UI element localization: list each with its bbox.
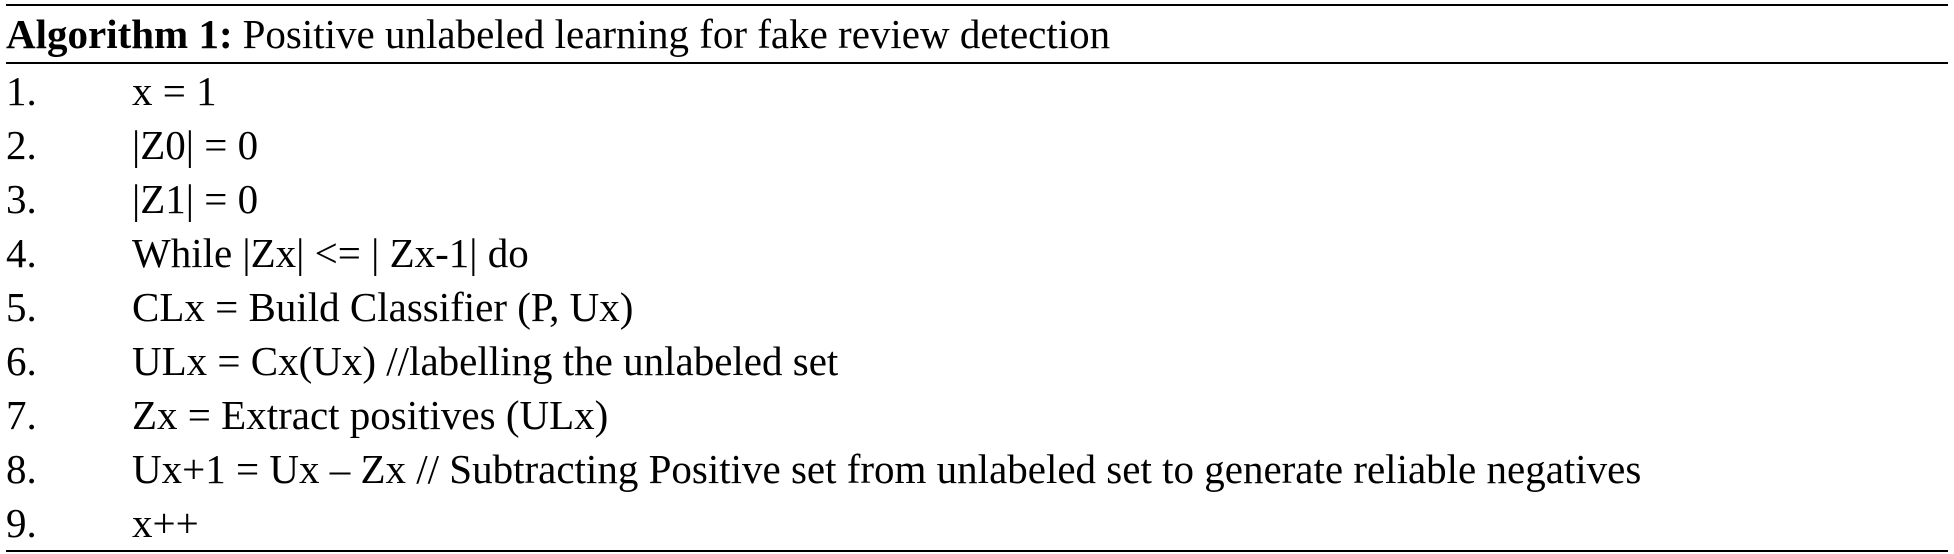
header-rule: [6, 62, 1948, 64]
algorithm-step: 9. x++: [6, 496, 1948, 550]
algorithm-step: 3. |Z1| = 0: [6, 172, 1948, 226]
bottom-rule: [6, 550, 1948, 552]
step-number: 3.: [6, 176, 37, 222]
step-code: x = 1: [132, 68, 217, 114]
algorithm-step: 6. ULx = Cx(Ux) //labelling the unlabele…: [6, 334, 1948, 388]
algorithm-steps: 1. x = 1 2. |Z0| = 0 3. |Z1| = 0 4. Whil…: [6, 64, 1948, 550]
step-code: |Z0| = 0: [132, 122, 259, 168]
step-code: |Z1| = 0: [132, 176, 259, 222]
step-number: 8.: [6, 446, 37, 492]
algorithm-box: Algorithm 1: Positive unlabeled learning…: [6, 0, 1948, 552]
step-code: Zx = Extract positives (ULx): [132, 392, 609, 438]
algorithm-step: 5. CLx = Build Classifier (P, Ux): [6, 280, 1948, 334]
step-code: x++: [132, 500, 199, 546]
algorithm-step: 1. x = 1: [6, 64, 1948, 118]
step-number: 7.: [6, 392, 37, 438]
step-number: 1.: [6, 68, 37, 114]
step-number: 6.: [6, 338, 37, 384]
step-code: ULx = Cx(Ux) //labelling the unlabeled s…: [132, 338, 839, 384]
step-number: 9.: [6, 500, 37, 546]
algorithm-step: 4. While |Zx| <= | Zx-1| do: [6, 226, 1948, 280]
algorithm-step: 8. Ux+1 = Ux – Zx // Subtracting Positiv…: [6, 442, 1948, 496]
algorithm-title: Positive unlabeled learning for fake rev…: [242, 11, 1111, 57]
step-code: CLx = Build Classifier (P, Ux): [132, 284, 634, 330]
step-number: 2.: [6, 122, 37, 168]
step-number: 5.: [6, 284, 37, 330]
top-rule: [6, 4, 1948, 6]
algorithm-step: 7. Zx = Extract positives (ULx): [6, 388, 1948, 442]
algorithm-header: Algorithm 1: Positive unlabeled learning…: [6, 6, 1948, 62]
algorithm-step: 2. |Z0| = 0: [6, 118, 1948, 172]
step-code: Ux+1 = Ux – Zx // Subtracting Positive s…: [132, 446, 1642, 492]
step-code: While |Zx| <= | Zx-1| do: [132, 230, 529, 276]
algorithm-label: Algorithm 1:: [6, 11, 233, 57]
step-number: 4.: [6, 230, 37, 276]
